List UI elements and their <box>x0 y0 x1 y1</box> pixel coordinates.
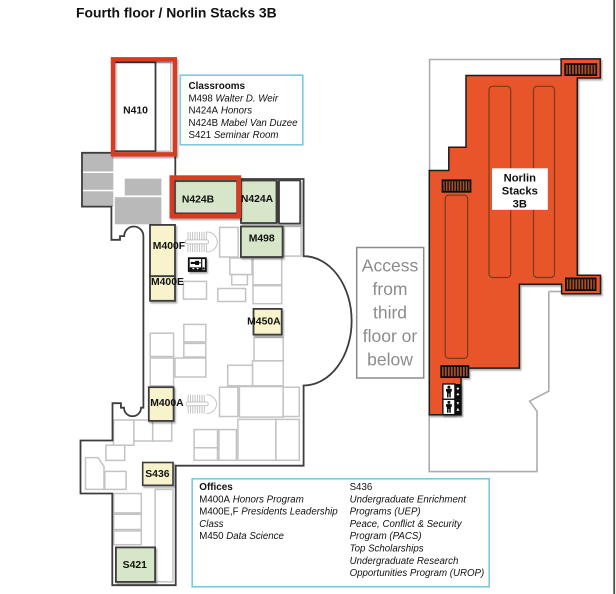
svg-text:S421 Seminar Room: S421 Seminar Room <box>189 130 279 141</box>
svg-text:Programs (UEP): Programs (UEP) <box>350 507 421 518</box>
svg-text:S436: S436 <box>145 469 169 480</box>
svg-text:Peace, Conflict & Security: Peace, Conflict & Security <box>350 519 463 530</box>
svg-text:3B: 3B <box>513 198 527 210</box>
svg-text:Opportunities Program (UROP): Opportunities Program (UROP) <box>350 568 485 579</box>
svg-text:Classrooms: Classrooms <box>189 81 246 92</box>
svg-text:M450A: M450A <box>247 317 281 328</box>
svg-text:M400A: M400A <box>150 398 184 409</box>
svg-text:M400A Honors Program: M400A Honors Program <box>199 494 303 505</box>
svg-text:M400E: M400E <box>151 277 184 288</box>
svg-text:Class: Class <box>199 519 223 530</box>
svg-text:M400E,F Presidents Leadership: M400E,F Presidents Leadership <box>199 507 338 518</box>
svg-text:Access: Access <box>362 255 419 275</box>
svg-text:S436: S436 <box>350 482 373 493</box>
svg-text:N424B: N424B <box>182 195 215 206</box>
svg-text:Fourth floor / Norlin Stacks 3: Fourth floor / Norlin Stacks 3B <box>76 5 277 21</box>
svg-text:Norlin: Norlin <box>504 172 536 184</box>
svg-text:third: third <box>373 303 407 323</box>
svg-text:N424A: N424A <box>241 194 274 205</box>
svg-text:M498: M498 <box>249 234 275 245</box>
svg-text:Undergraduate Enrichment: Undergraduate Enrichment <box>350 494 468 505</box>
svg-text:floor or: floor or <box>363 326 418 346</box>
svg-text:Stacks: Stacks <box>502 185 538 197</box>
svg-text:N410: N410 <box>123 106 148 117</box>
svg-text:below: below <box>367 350 413 370</box>
svg-text:from: from <box>373 279 408 299</box>
svg-text:M400F: M400F <box>153 241 185 252</box>
svg-text:N424B Mabel Van Duzee: N424B Mabel Van Duzee <box>189 118 299 129</box>
svg-text:Undergraduate Research: Undergraduate Research <box>350 556 459 567</box>
svg-text:M450 Data Science: M450 Data Science <box>199 531 284 542</box>
svg-text:M498 Walter D. Weir: M498 Walter D. Weir <box>189 93 279 104</box>
svg-text:Offices: Offices <box>199 482 233 493</box>
svg-text:S421: S421 <box>123 560 147 571</box>
svg-text:Program (PACS): Program (PACS) <box>350 531 422 542</box>
svg-text:N424A Honors: N424A Honors <box>189 106 253 117</box>
svg-text:Top Scholarships: Top Scholarships <box>350 544 424 555</box>
